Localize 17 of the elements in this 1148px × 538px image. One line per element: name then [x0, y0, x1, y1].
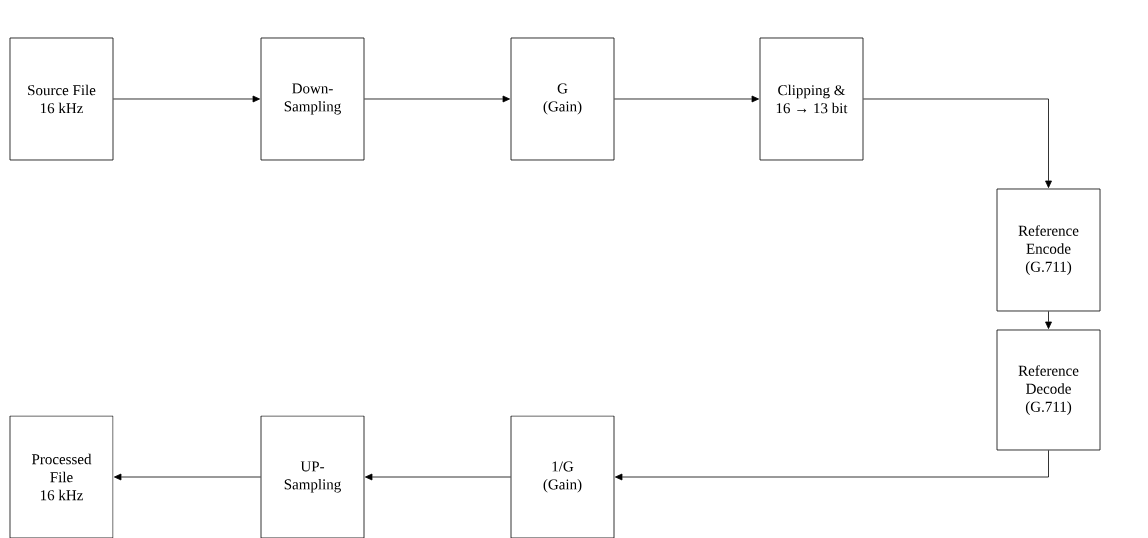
process-box: Clipping & 16 → 13 bit [759, 37, 864, 161]
process-box: Reference Decode (G.711) [996, 329, 1101, 451]
process-box: UP- Sampling [260, 415, 365, 538]
process-box: Down- Sampling [260, 37, 365, 161]
arrow [365, 473, 511, 481]
arrow [113, 95, 260, 103]
arrow [615, 450, 1049, 481]
arrow [1045, 311, 1052, 329]
arrow [364, 95, 510, 103]
process-box: Processed File 16 kHz [9, 415, 114, 538]
process-box: Source File 16 kHz [9, 37, 114, 161]
arrow [114, 473, 261, 481]
process-box: 1/G (Gain) [510, 415, 615, 538]
process-box: Reference Encode (G.711) [996, 188, 1101, 312]
arrow [863, 98, 1052, 188]
process-box: G (Gain) [510, 37, 615, 161]
arrow [614, 95, 759, 103]
